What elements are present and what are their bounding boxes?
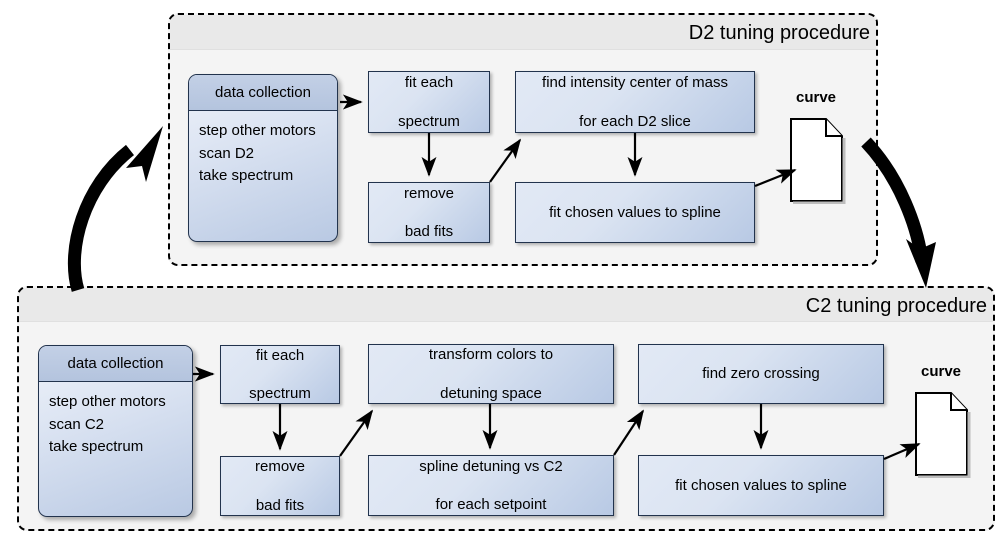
line-1: remove (254, 458, 306, 476)
d2-dc-line-3: take spectrum (199, 167, 294, 184)
line-1: spline detuning vs C2 (419, 457, 563, 475)
c2-node-transform-colors-to-detuning-space[interactable]: transform colors to detuning space (368, 344, 614, 404)
line-1: fit each (404, 74, 454, 92)
line-1: transform colors to (428, 346, 554, 364)
panel-c2-header-band (19, 288, 993, 322)
line-2: detuning space (440, 384, 542, 402)
c2-node-spline-detuning-label: spline detuning vs C2 for each setpoint (407, 457, 574, 515)
c2-node-fit-each-spectrum[interactable]: fit each spectrum (220, 345, 340, 404)
d2-node-fit-chosen-values-to-spline[interactable]: fit chosen values to spline (515, 182, 755, 243)
line-1: fit each (255, 346, 305, 364)
d2-node-remove-bad-fits[interactable]: remove bad fits (368, 182, 490, 243)
line-1: find intensity center of mass (542, 74, 728, 92)
d2-dc-line-1: step other motors (199, 122, 316, 139)
line-2: spectrum (249, 385, 311, 403)
line-2: bad fits (404, 223, 454, 241)
panel-c2-title: C2 tuning procedure (805, 295, 987, 317)
c2-node-fit-chosen-values-to-spline[interactable]: fit chosen values to spline (638, 455, 884, 516)
c2-node-remove-bad-fits[interactable]: remove bad fits (220, 456, 340, 516)
c2-node-fit-chosen-values-label: fit chosen values to spline (675, 476, 847, 494)
c2-node-find-zero-crossing-label: find zero crossing (702, 365, 820, 383)
c2-curve-document-icon (913, 390, 971, 478)
d2-node-fit-chosen-values-label: fit chosen values to spline (549, 203, 721, 221)
c2-node-fit-each-spectrum-label: fit each spectrum (237, 346, 323, 404)
d2-curve-document-icon (788, 116, 846, 204)
d2-node-fit-each-spectrum[interactable]: fit each spectrum (368, 71, 490, 133)
c2-dc-line-1: step other motors (49, 393, 166, 410)
d2-curve-label: curve (795, 89, 837, 106)
panel-d2-header-band (170, 15, 876, 50)
arrow-c2-to-d2-feedback (67, 126, 163, 292)
c2-data-collection-header: data collection (39, 346, 192, 382)
c2-data-collection-body: step other motors scan C2 take spectrum (39, 382, 192, 459)
d2-dc-line-2: scan D2 (199, 144, 255, 162)
c2-node-find-zero-crossing[interactable]: find zero crossing (638, 344, 884, 404)
line-2: spectrum (398, 112, 460, 130)
d2-node-find-intensity-label: find intensity center of mass for each D… (530, 73, 740, 131)
c2-dc-line-3: take spectrum (49, 438, 144, 455)
d2-node-find-intensity-center-of-mass[interactable]: find intensity center of mass for each D… (515, 71, 755, 133)
c2-data-collection-box[interactable]: data collection step other motors scan C… (38, 345, 193, 517)
d2-data-collection-header: data collection (189, 75, 337, 111)
d2-node-remove-bad-fits-label: remove bad fits (392, 184, 466, 242)
d2-node-fit-each-spectrum-label: fit each spectrum (386, 73, 472, 131)
c2-node-remove-bad-fits-label: remove bad fits (243, 457, 317, 515)
line-2: bad fits (255, 496, 305, 514)
c2-node-spline-detuning-vs-c2[interactable]: spline detuning vs C2 for each setpoint (368, 455, 614, 516)
c2-node-transform-colors-label: transform colors to detuning space (417, 345, 565, 403)
d2-data-collection-body: step other motors scan D2 take spectrum (189, 111, 337, 188)
line-2: for each D2 slice (579, 112, 691, 130)
c2-curve-label: curve (920, 363, 962, 380)
d2-data-collection-box[interactable]: data collection step other motors scan D… (188, 74, 338, 242)
panel-d2-title: D2 tuning procedure (688, 22, 870, 44)
line-1: remove (403, 184, 455, 202)
line-2: for each setpoint (435, 496, 547, 514)
c2-dc-line-2: scan C2 (49, 415, 105, 433)
